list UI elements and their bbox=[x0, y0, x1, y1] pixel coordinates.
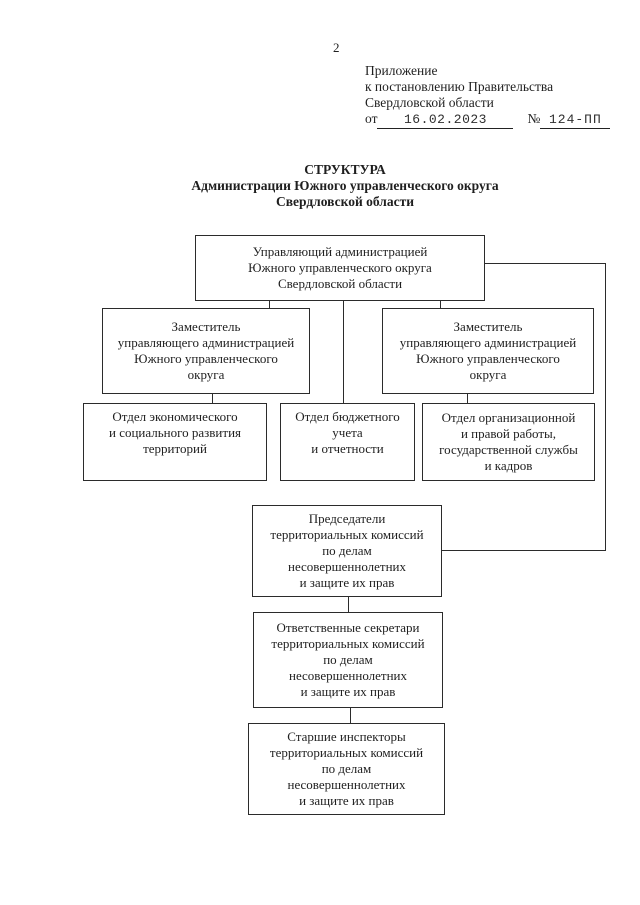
org-box-text: по делам bbox=[323, 652, 373, 667]
org-box-text: учета bbox=[332, 425, 363, 440]
org-box-text: территориальных комиссий bbox=[271, 636, 425, 651]
org-box-text: Южного управленческого округа bbox=[248, 260, 432, 275]
org-box-text: несовершеннолетних bbox=[287, 777, 406, 792]
connector-head-to-deputy-left bbox=[269, 301, 270, 308]
date-prefix: от bbox=[365, 111, 378, 126]
connector-head-to-dept-budget bbox=[343, 301, 344, 403]
connector-chairs-to-secretaries bbox=[348, 597, 349, 612]
org-box-text: Отдел бюджетного bbox=[295, 409, 400, 424]
connector-secretaries-to-inspectors bbox=[350, 708, 351, 723]
org-box-text: округа bbox=[469, 367, 507, 382]
org-box-dept-budget: Отдел бюджетного учета и отчетности bbox=[280, 403, 415, 481]
org-box-deputy-left: Заместитель управляющего администрацией … bbox=[102, 308, 310, 394]
org-box-text: Южного управленческого bbox=[134, 351, 278, 366]
org-box-text: Отдел экономического bbox=[112, 409, 238, 424]
title-line-structure: СТРУКТУРА bbox=[304, 162, 386, 177]
org-box-text: Управляющий администрацией bbox=[252, 244, 428, 259]
org-box-text: по делам bbox=[322, 543, 372, 558]
document-title: СТРУКТУРА Администрации Южного управленч… bbox=[45, 162, 640, 210]
org-box-head: Управляющий администрацией Южного управл… bbox=[195, 235, 485, 301]
org-box-inspectors: Старшие инспекторы территориальных комис… bbox=[248, 723, 445, 815]
org-box-dept-org: Отдел организационной и правой работы, г… bbox=[422, 403, 595, 481]
org-box-text: Отдел организационной bbox=[441, 410, 576, 425]
decree-date-value: 16.02.2023 bbox=[377, 112, 514, 129]
document-reference-header: Приложение к постановлению Правительства… bbox=[365, 63, 621, 129]
org-box-text: округа bbox=[187, 367, 225, 382]
decree-date-number-line: от 16.02.2023 № 124-ПП bbox=[365, 111, 621, 129]
org-box-text: Ответственные секретари bbox=[276, 620, 420, 635]
org-box-text: и отчетности bbox=[311, 441, 384, 456]
connector-head-right-horizontal bbox=[485, 263, 605, 264]
org-box-text: и защите их прав bbox=[300, 684, 396, 699]
org-box-text: Заместитель bbox=[171, 319, 241, 334]
header-line: Свердловской области bbox=[365, 95, 494, 110]
org-box-text: несовершеннолетних bbox=[287, 559, 407, 574]
org-box-deputy-right: Заместитель управляющего администрацией … bbox=[382, 308, 594, 394]
org-box-dept-economic: Отдел экономического и социального разви… bbox=[83, 403, 267, 481]
connector-deputy-left-to-dept-economic bbox=[212, 394, 213, 403]
org-box-text: территорий bbox=[143, 441, 207, 456]
page-number: 2 bbox=[333, 40, 340, 55]
org-box-text: управляющего администрацией bbox=[399, 335, 577, 350]
connector-right-vertical bbox=[605, 263, 606, 551]
org-box-text: управляющего администрацией bbox=[117, 335, 295, 350]
org-box-text: несовершеннолетних bbox=[288, 668, 408, 683]
org-box-text: государственной службы bbox=[439, 442, 578, 457]
org-box-text: и социального развития bbox=[108, 425, 242, 440]
org-box-text: Председатели bbox=[308, 511, 386, 526]
number-sign: № bbox=[527, 111, 541, 126]
decree-number-value: 124-ПП bbox=[540, 112, 611, 129]
org-box-text: и правой работы, bbox=[460, 426, 557, 441]
org-box-text: Свердловской области bbox=[277, 276, 403, 291]
org-box-text: Южного управленческого bbox=[416, 351, 560, 366]
org-box-text: по делам bbox=[321, 761, 372, 776]
org-box-text: Заместитель bbox=[453, 319, 523, 334]
title-line-administration: Администрации Южного управленческого окр… bbox=[191, 178, 499, 193]
org-box-text: территориальных комиссий bbox=[270, 527, 424, 542]
connector-to-chairs-horizontal bbox=[442, 550, 606, 551]
org-box-text: территориальных комиссий bbox=[269, 745, 424, 760]
org-box-text: и защите их прав bbox=[299, 793, 394, 808]
title-line-region: Свердловской области bbox=[275, 194, 415, 209]
connector-head-to-deputy-right bbox=[440, 301, 441, 308]
header-line: к постановлению Правительства bbox=[365, 79, 554, 94]
connector-deputy-right-to-dept-org bbox=[467, 394, 468, 403]
org-box-text: и защите их прав bbox=[299, 575, 395, 590]
org-box-chairs: Председатели территориальных комиссий по… bbox=[252, 505, 442, 597]
header-line: Приложение bbox=[365, 63, 438, 78]
org-box-text: Старшие инспекторы bbox=[287, 729, 406, 744]
org-box-text: и кадров bbox=[484, 458, 533, 473]
org-box-secretaries: Ответственные секретари территориальных … bbox=[253, 612, 443, 708]
